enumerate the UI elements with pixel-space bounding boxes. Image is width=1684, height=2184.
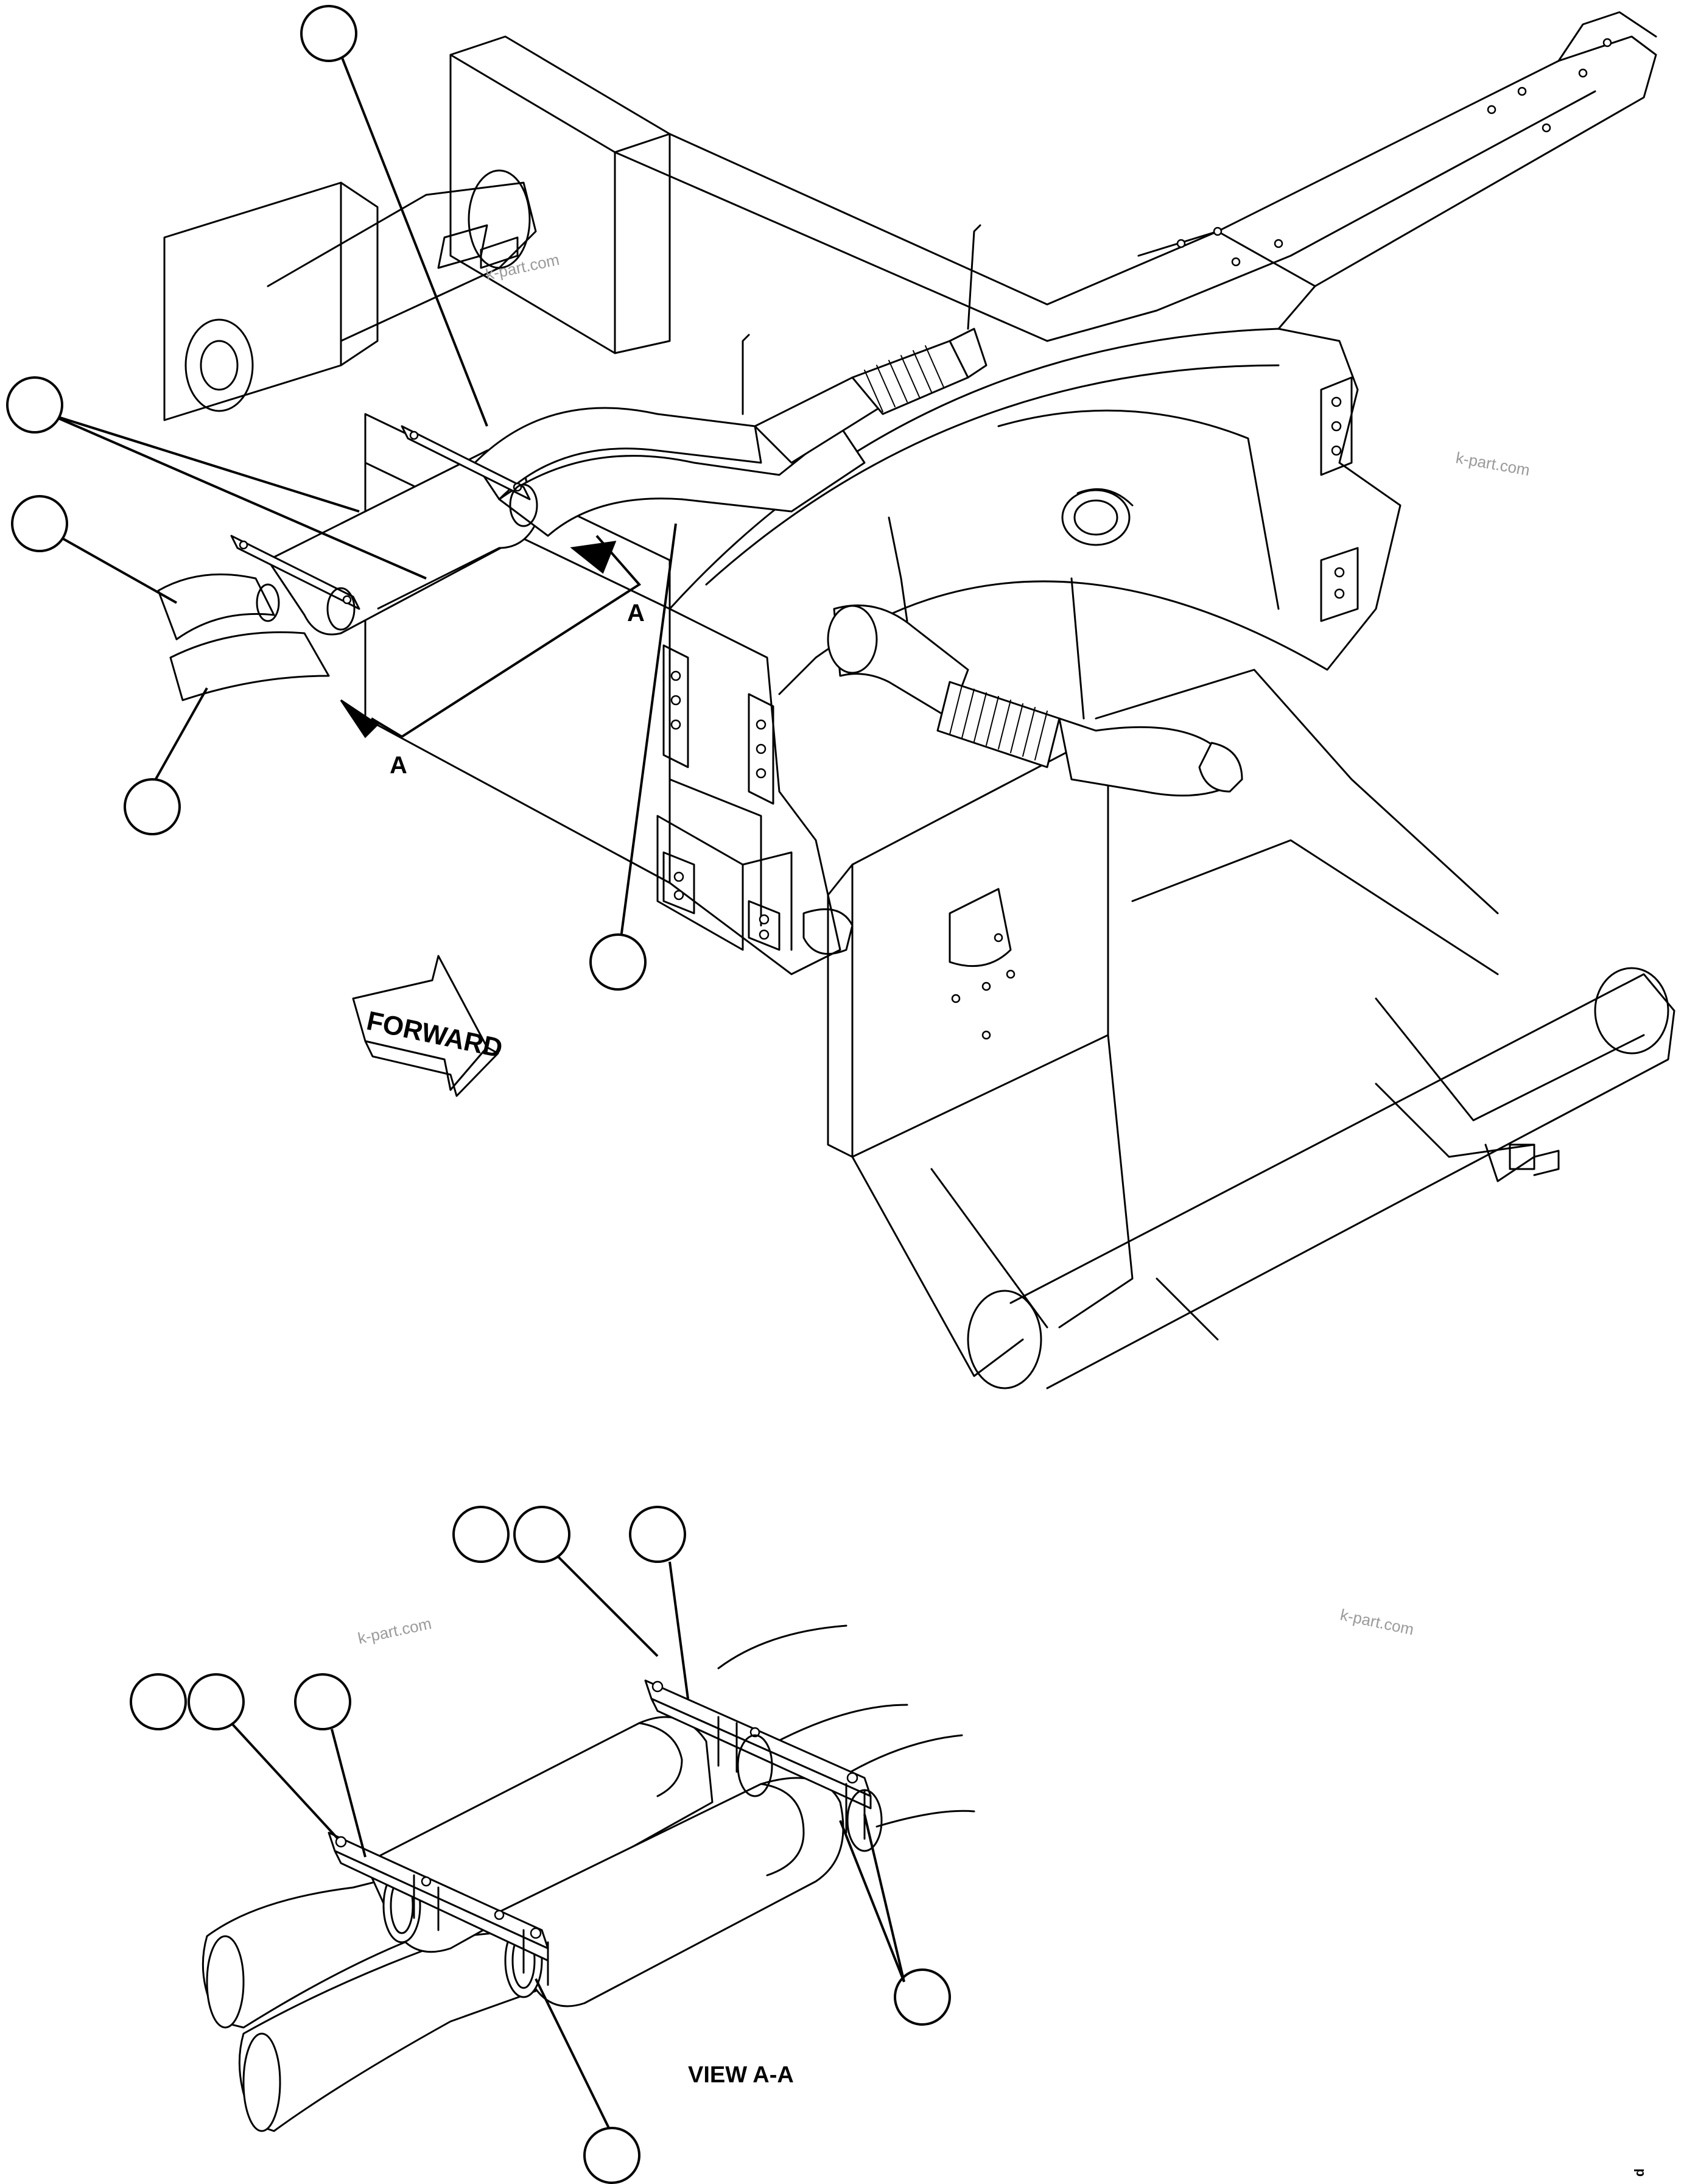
callout-balloon (124, 778, 181, 835)
section-marker-a-upper: A (627, 600, 645, 627)
view-a-a-assembly (202, 1624, 975, 2132)
watermark-text: k-part.com (356, 1614, 433, 1648)
callout-balloon (6, 376, 63, 434)
callout-balloon (294, 1673, 351, 1730)
section-marker-a-lower: A (390, 752, 407, 779)
upper-view-callouts (6, 5, 677, 991)
callout-balloon (130, 1673, 187, 1730)
forward-arrow: FORWARD (352, 955, 505, 1097)
callout-balloon (583, 2127, 640, 2184)
drawing-code: d (1632, 2169, 1647, 2177)
callout-balloon (629, 1506, 686, 1563)
callout-balloon (452, 1506, 510, 1563)
watermark-text: k-part.com (1339, 1606, 1416, 1639)
callout-balloon (894, 1968, 951, 2026)
callout-balloon (513, 1506, 570, 1563)
rear-frame (163, 11, 1675, 1389)
watermark-text: k-part.com (484, 250, 561, 284)
view-a-a-callouts: VIEW A-A (130, 1506, 951, 2184)
view-label: VIEW A-A (688, 2062, 794, 2088)
callout-balloon (188, 1673, 245, 1730)
callout-balloon (300, 5, 357, 62)
callout-balloon (589, 933, 647, 991)
exhaust-piping-upper (157, 224, 1243, 797)
callout-balloon (11, 495, 68, 552)
watermark-text: k-part.com (1454, 448, 1531, 479)
section-arrows-a-a: A A (340, 535, 645, 779)
